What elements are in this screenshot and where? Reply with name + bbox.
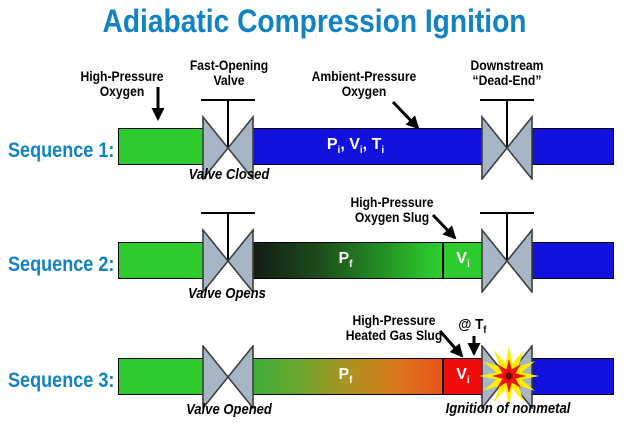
fast-opening-valve-label: Fast-Opening Valve: [189, 58, 269, 88]
downstream-dead-end-label: Downstream “Dead-End”: [470, 58, 544, 88]
sequence-1-label: Sequence 1:: [8, 138, 115, 162]
at-final-temperature-label: @ Tf: [458, 316, 487, 336]
seq1-initial-state-label: Pi, Vi, Ti: [326, 136, 385, 157]
page-title: Adiabatic Compression Ignition: [102, 3, 527, 39]
ignition-of-nonmetal-label: Ignition of nonmetal: [445, 401, 571, 417]
seq2-final-pressure-label: Pf: [338, 250, 353, 271]
seq2-downstream-pipe: [532, 242, 614, 279]
seq3-final-pressure-label: Pf: [338, 366, 353, 387]
seq2-dead-end-valve-icon: [480, 212, 534, 293]
sequence-3-label: Sequence 3:: [8, 368, 115, 392]
sequence-2-label: Sequence 2:: [8, 252, 115, 276]
seq3-slug-volume-label: Vi: [456, 366, 470, 387]
high-pressure-oxygen-slug-label: High-Pressure Oxygen Slug: [350, 195, 434, 225]
explosion-icon: [479, 346, 539, 406]
fast-opening-valve-opened-icon: [202, 345, 254, 409]
seq2-high-pressure-oxygen-pipe: [118, 242, 204, 279]
seq1-ambient-oxygen-pipe: Pi, Vi, Ti: [248, 128, 483, 165]
seq2-oxygen-slug-segment: Vi: [443, 242, 483, 279]
seq2-slug-volume-label: Vi: [456, 250, 470, 271]
seq1-downstream-pipe: [532, 128, 614, 165]
seq3-downstream-pipe: [532, 358, 614, 395]
high-pressure-oxygen-label: High-Pressure Oxygen: [80, 69, 164, 99]
ambient-pressure-oxygen-label: Ambient-Pressure Oxygen: [311, 69, 417, 99]
fast-opening-valve-closed-icon: [201, 99, 255, 180]
seq3-heated-gas-pipe: Pf: [248, 358, 443, 395]
fast-opening-valve-opens-icon: [201, 212, 255, 293]
valve-opened-label: Valve Opened: [186, 402, 272, 418]
dead-end-valve-icon: [480, 99, 534, 180]
valve-opens-label: Valve Opens: [188, 286, 266, 302]
seq2-compressed-gas-pipe: Pf: [248, 242, 443, 279]
arrow-ambient-pressure-oxygen: [391, 100, 420, 130]
seq3-high-pressure-oxygen-pipe: [118, 358, 204, 395]
seq1-high-pressure-oxygen-pipe: [118, 128, 204, 165]
seq3-heated-slug-segment: Vi: [443, 358, 483, 395]
valve-closed-label: Valve Closed: [188, 167, 270, 183]
high-pressure-heated-gas-slug-label: High-Pressure Heated Gas Slug: [345, 313, 443, 343]
